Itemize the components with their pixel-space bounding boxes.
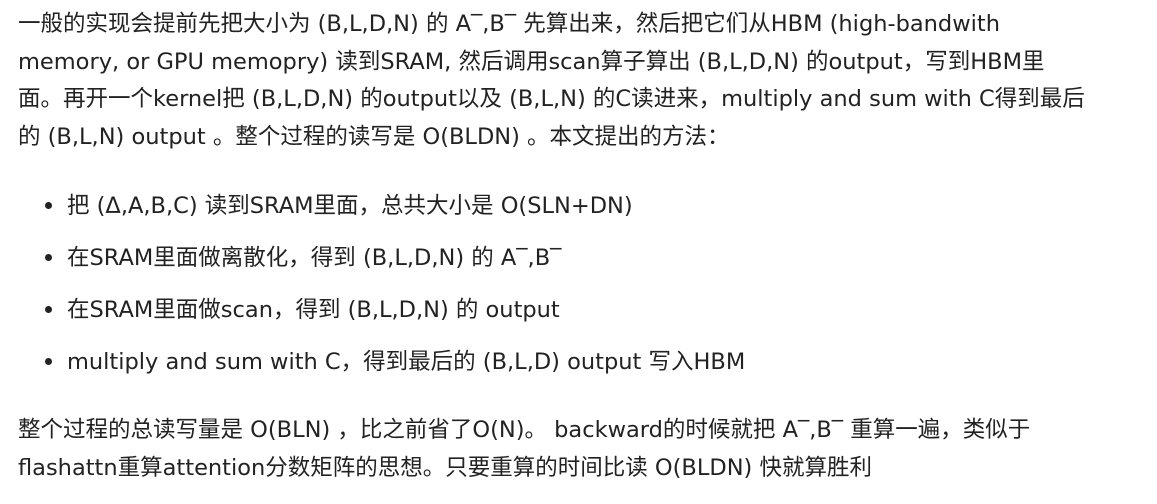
- bullet-icon: [45, 254, 52, 261]
- intro-line-3: 面。再开一个kernel把 (B,L,D,N) 的output以及 (B,L,N…: [18, 86, 1085, 112]
- intro-line-1: 一般的实现会提前先把大小为 (B,L,D,N) 的 A‾,B‾ 先算出来，然后把…: [18, 11, 1000, 37]
- method-steps-list: 把 (Δ,A,B,C) 读到SRAM里面，总共大小是 O(SLN+DN) 在SR…: [18, 180, 1157, 388]
- bullet-icon: [45, 358, 52, 365]
- bullet-icon: [45, 306, 52, 313]
- method-step-text: multiply and sum with C，得到最后的 (B,L,D) ou…: [67, 349, 746, 375]
- method-step-text: 在SRAM里面做离散化，得到 (B,L,D,N) 的 A‾,B‾: [67, 245, 562, 271]
- intro-line-2: memory, or GPU memopry) 读到SRAM, 然后调用scan…: [18, 48, 1045, 75]
- method-step: multiply and sum with C，得到最后的 (B,L,D) ou…: [18, 336, 1157, 388]
- conclusion-line-2: flashattn重算attention分数矩阵的思想。只要重算的时间比读 O(…: [18, 454, 872, 481]
- bullet-icon: [45, 202, 52, 209]
- intro-paragraph: 一般的实现会提前先把大小为 (B,L,D,N) 的 A‾,B‾ 先算出来，然后把…: [18, 6, 1143, 156]
- method-step: 把 (Δ,A,B,C) 读到SRAM里面，总共大小是 O(SLN+DN): [18, 180, 1157, 232]
- intro-line-4: 的 (B,L,N) output 。整个过程的读写是 O(BLDN) 。本文提出…: [18, 123, 730, 150]
- conclusion-paragraph: 整个过程的总读写量是 O(BLN) ，比之前省了O(N)。 backward的时…: [18, 412, 1143, 487]
- conclusion-line-1: 整个过程的总读写量是 O(BLN) ，比之前省了O(N)。 backward的时…: [18, 417, 1031, 443]
- method-step: 在SRAM里面做scan，得到 (B,L,D,N) 的 output: [18, 284, 1157, 336]
- method-step: 在SRAM里面做离散化，得到 (B,L,D,N) 的 A‾,B‾: [18, 232, 1157, 284]
- method-step-text: 把 (Δ,A,B,C) 读到SRAM里面，总共大小是 O(SLN+DN): [67, 193, 633, 219]
- method-step-text: 在SRAM里面做scan，得到 (B,L,D,N) 的 output: [67, 297, 560, 323]
